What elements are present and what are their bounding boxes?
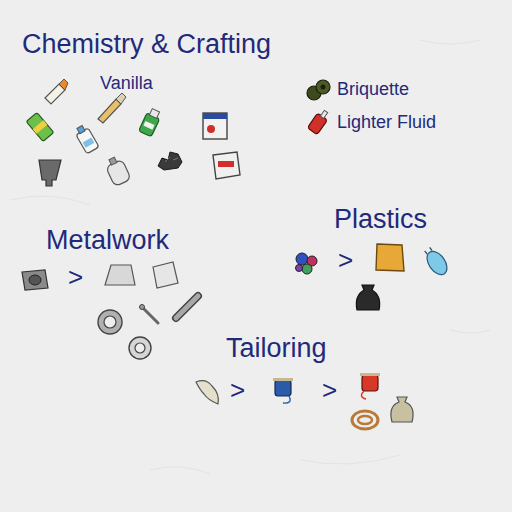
rope-coil — [352, 411, 378, 429]
bleach-bottle — [73, 124, 99, 154]
lighter-fluid-icon — [307, 108, 331, 135]
scrap-ring — [98, 310, 122, 334]
section-heading: Metalwork — [46, 225, 169, 256]
scrap-pipe — [22, 270, 48, 290]
spray-bottle — [139, 107, 163, 136]
funnel — [39, 160, 61, 186]
group-label: Vanilla — [100, 73, 153, 94]
coal-lumps — [158, 152, 182, 170]
box-pack — [203, 113, 227, 139]
glue-stick — [98, 93, 126, 123]
arrow-sign: > — [338, 246, 353, 276]
arrow-sign: > — [68, 263, 83, 293]
blue-thread — [273, 378, 293, 403]
gas-canister — [104, 155, 132, 187]
plastic-scraps — [296, 253, 318, 274]
metal-sheet-trapezoid — [105, 265, 135, 285]
section-heading: Chemistry & Crafting — [22, 29, 271, 60]
red-thread — [360, 373, 380, 399]
glue-bottle — [45, 79, 68, 104]
item-label: Lighter Fluid — [337, 112, 436, 133]
briquette-icon — [307, 80, 330, 100]
garbage-bag — [356, 285, 379, 310]
item-label: Briquette — [337, 79, 409, 100]
rag — [196, 381, 218, 404]
metal-sheet-square — [153, 262, 178, 288]
plastic-bag — [421, 244, 451, 278]
battery — [26, 113, 53, 142]
washer — [129, 337, 151, 359]
metal-pipe — [176, 296, 198, 318]
texture — [10, 40, 490, 474]
section-heading: Tailoring — [226, 333, 327, 364]
arrow-sign: > — [322, 376, 337, 406]
small-rod — [140, 305, 159, 324]
section-heading: Plastics — [334, 204, 427, 235]
burlap-sack — [391, 397, 413, 422]
plastic-sheet — [376, 244, 404, 271]
white-bag — [213, 152, 240, 179]
arrow-sign: > — [230, 376, 245, 406]
